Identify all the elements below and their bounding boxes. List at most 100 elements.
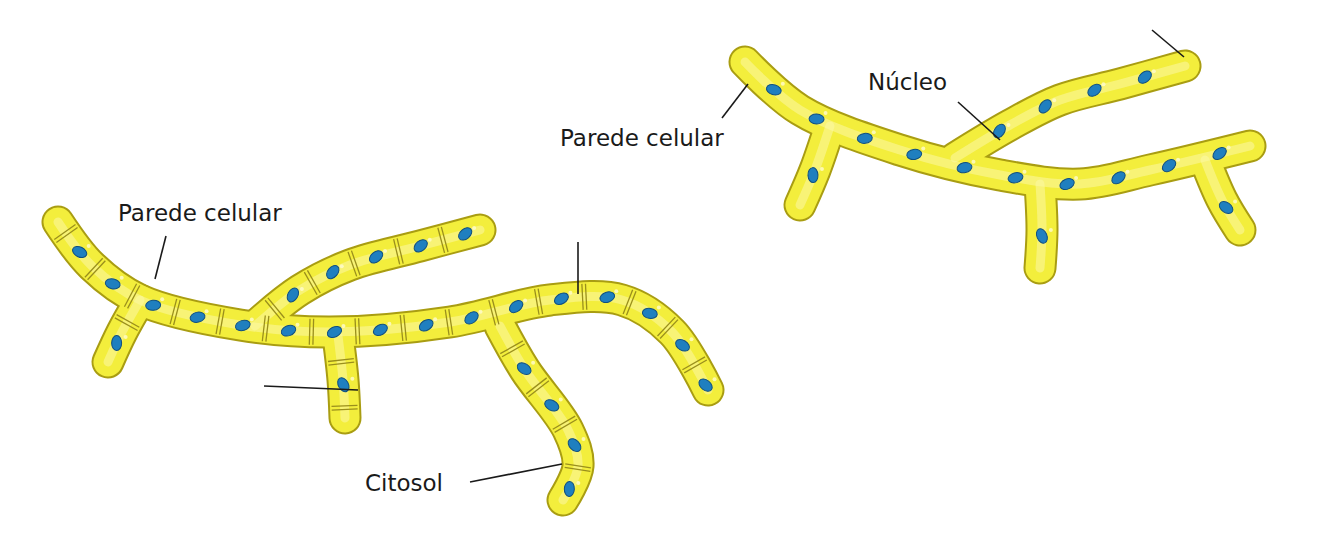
nucleus xyxy=(1211,145,1229,162)
vacuole xyxy=(383,249,387,253)
vacuole xyxy=(820,167,824,171)
hypha-branch xyxy=(58,222,708,390)
vacuole xyxy=(1152,69,1156,73)
hypha-cytosol xyxy=(58,62,1250,500)
vacuole xyxy=(1126,170,1130,174)
vacuole xyxy=(160,297,164,301)
leader-line xyxy=(1152,30,1184,57)
vacuole xyxy=(300,287,304,291)
hypha-branch xyxy=(108,300,140,362)
part-label-box: Núcleo xyxy=(868,70,947,95)
leader-line xyxy=(155,236,166,279)
septum xyxy=(528,381,548,397)
vacuole xyxy=(433,317,437,321)
hypha-branch xyxy=(955,66,1185,158)
vacuole xyxy=(531,361,535,365)
septum xyxy=(332,409,358,410)
nucleus xyxy=(991,122,1008,140)
vacuole xyxy=(1074,176,1078,180)
hypha-branch xyxy=(58,222,708,390)
nucleus xyxy=(1217,199,1235,216)
vacuole xyxy=(250,317,254,321)
nucleus xyxy=(1058,177,1076,192)
hypha-branch xyxy=(108,300,140,362)
septum xyxy=(355,318,356,344)
part-label: Citosol xyxy=(365,470,443,496)
nucleus xyxy=(1034,227,1049,245)
hypha-branch xyxy=(955,66,1185,158)
nucleus xyxy=(326,324,344,340)
vacuole xyxy=(559,397,563,401)
septum xyxy=(538,289,542,315)
septum xyxy=(128,285,140,308)
vacuole xyxy=(824,111,828,115)
hypha-branch xyxy=(1040,184,1042,268)
septum xyxy=(445,310,449,336)
vacuole xyxy=(576,481,580,485)
leader-line xyxy=(958,102,1000,140)
nucleus xyxy=(552,291,570,307)
vacuole xyxy=(1023,170,1027,174)
leader-lines xyxy=(155,30,1184,482)
part-label-box: Parede celular xyxy=(118,201,282,226)
leader-line xyxy=(577,242,579,294)
nucleus xyxy=(515,360,533,377)
vacuole xyxy=(124,335,128,339)
septum xyxy=(265,300,282,320)
hypha-branch xyxy=(800,126,830,205)
vacuole xyxy=(1049,228,1053,232)
septa xyxy=(54,225,707,472)
nucleus xyxy=(104,277,121,290)
septum xyxy=(348,252,357,277)
nucleus xyxy=(367,248,385,265)
part-label: Núcleo xyxy=(868,69,947,95)
septum xyxy=(684,360,707,373)
nuclei xyxy=(71,68,1237,496)
vacuole xyxy=(205,309,209,313)
septum xyxy=(56,228,77,243)
septum xyxy=(441,227,448,252)
septum xyxy=(492,299,499,324)
vacuole xyxy=(1227,145,1231,149)
vacuole xyxy=(582,437,586,441)
septum xyxy=(332,405,358,406)
vacuole xyxy=(341,324,345,328)
septum xyxy=(404,315,407,341)
hypha-branch xyxy=(108,300,140,362)
nucleus xyxy=(417,317,435,333)
hypha-highlight xyxy=(58,62,1250,500)
nucleus xyxy=(412,237,430,254)
septum xyxy=(660,320,678,339)
vacuole xyxy=(781,82,785,86)
vacuole xyxy=(479,310,483,314)
vacuole xyxy=(1006,123,1010,127)
vacuole xyxy=(1052,98,1056,102)
septum xyxy=(585,284,586,310)
nucleus xyxy=(234,319,251,333)
septum xyxy=(268,298,285,318)
leader-line xyxy=(722,84,748,118)
part-label-box: Parede celular xyxy=(560,126,724,151)
hypha-branch xyxy=(1205,160,1240,230)
nucleus xyxy=(674,337,692,353)
hypha-branch xyxy=(1205,160,1240,230)
vacuole xyxy=(1176,158,1180,162)
septum xyxy=(328,362,354,365)
septum xyxy=(449,309,453,335)
nucleus xyxy=(566,436,584,454)
vacuole xyxy=(295,323,299,327)
vacuole xyxy=(1233,199,1237,203)
septum xyxy=(657,317,675,336)
vacuole xyxy=(340,264,344,268)
septum xyxy=(400,315,403,341)
septum xyxy=(502,344,525,357)
nucleus xyxy=(809,114,824,124)
septum xyxy=(307,270,320,293)
vacuole xyxy=(690,337,694,341)
nucleus xyxy=(371,322,389,338)
septum xyxy=(438,228,445,253)
nucleus xyxy=(1160,157,1178,174)
hypha-branch xyxy=(800,126,830,205)
septum xyxy=(220,309,225,335)
